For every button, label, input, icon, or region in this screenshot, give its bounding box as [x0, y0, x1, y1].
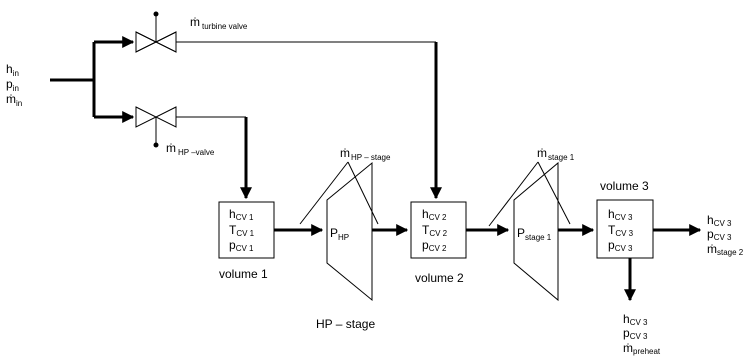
turbine-valve-icon — [135, 11, 177, 53]
out-down-h: hCV 3 — [623, 312, 648, 327]
stage1-m-label: ṁstage 1 — [537, 146, 575, 162]
vol3-T: TCV 3 — [608, 223, 634, 238]
vol2-h: hCV 2 — [422, 207, 447, 222]
vol1-h: hCV 1 — [229, 207, 254, 222]
inlet-p-label: pin — [6, 77, 19, 93]
inlet-m-label: ṁin — [6, 92, 22, 108]
out-right-h: hCV 3 — [707, 213, 732, 228]
stage1-pointer-right — [537, 161, 571, 225]
hp-stage-m-label: ṁHP – stage — [340, 146, 391, 162]
vol2-p: pCV 2 — [422, 238, 447, 253]
inlet-h-label: hin — [6, 62, 19, 78]
volume-1-box — [218, 201, 275, 259]
hp-valve-icon — [135, 106, 177, 148]
hp-stage-pointer-left — [299, 161, 349, 225]
hp-stage-pointer-right — [347, 161, 379, 225]
out-down-m: ṁpreheat — [623, 341, 661, 356]
volume-3-box — [596, 199, 654, 259]
hp-stage-name: HP – stage — [316, 317, 375, 331]
volume-2-box — [410, 201, 467, 259]
vol3-h: hCV 3 — [608, 207, 633, 222]
out-right-m: ṁstage 2 — [707, 242, 744, 257]
out-down-p: pCV 3 — [623, 326, 648, 341]
vol1-T: TCV 1 — [229, 223, 255, 238]
stage1-pointer-left — [488, 161, 539, 227]
stage1-shape — [513, 161, 559, 302]
volume-3-name: volume 3 — [600, 179, 649, 193]
hp-stage-shape — [326, 161, 373, 302]
stage1-P-label: Pstage 1 — [517, 226, 552, 242]
hp-stage-P-label: PHP — [330, 226, 349, 242]
vol2-T: TCV 2 — [422, 223, 448, 238]
out-right-p: pCV 3 — [707, 227, 732, 242]
volume-2-name: volume 2 — [415, 271, 464, 285]
volume-1-name: volume 1 — [219, 267, 268, 281]
vol1-p: pCV 1 — [229, 238, 254, 253]
vol3-p: pCV 3 — [608, 238, 633, 253]
